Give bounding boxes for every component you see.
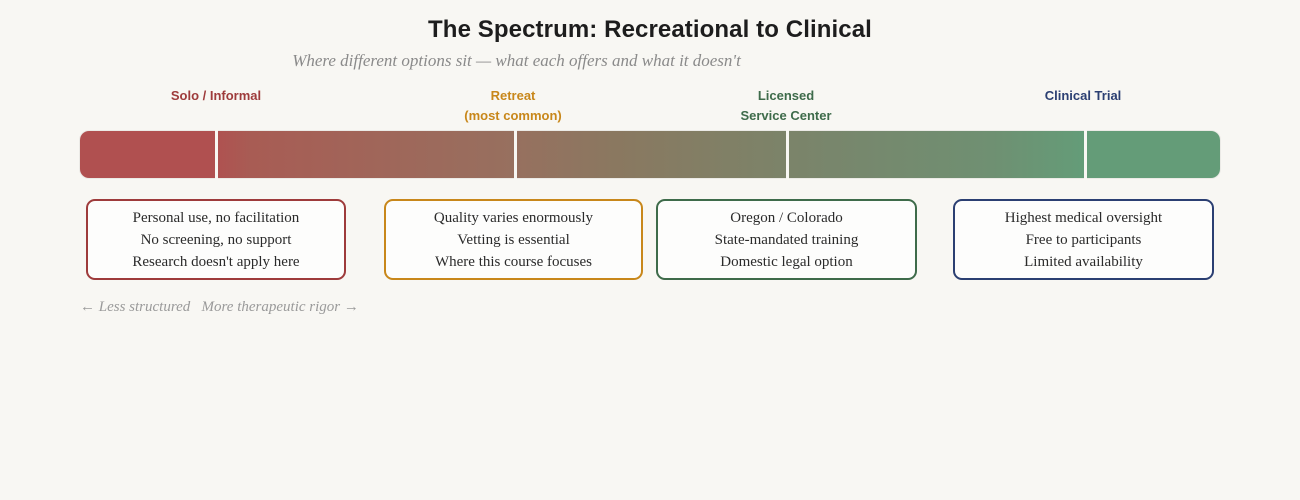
stage-label-line1: Licensed	[757, 88, 815, 103]
page-subtitle: Where different options sit — what each …	[292, 51, 741, 70]
stage-card-clinical-trial: Highest medical oversight Free to partic…	[953, 199, 1214, 280]
card-bullet: Free to participants	[1025, 231, 1142, 248]
card-bullet: Personal use, no facilitation	[132, 209, 300, 226]
stage-label-line1: Clinical Trial	[1044, 88, 1122, 103]
card-bullet: Where this course focuses	[434, 253, 593, 270]
spectrum-divider	[786, 122, 789, 186]
stage-label-line1: Solo / Informal	[170, 88, 262, 103]
stage-label-line2: (most common)	[464, 108, 562, 123]
stage-label-solo-informal: Solo / Informal	[96, 86, 336, 106]
card-bullet: Vetting is essential	[457, 231, 570, 248]
page-title: The Spectrum: Recreational to Clinical	[428, 16, 872, 43]
stage-label-licensed-service-center: Licensed Service Center	[666, 86, 906, 126]
stage-card-solo-informal: Personal use, no facilitation No screeni…	[86, 199, 346, 280]
stage-label-line1: Retreat	[490, 88, 536, 103]
stage-card-licensed-service-center: Oregon / Colorado State-mandated trainin…	[656, 199, 917, 280]
card-bullet: State-mandated training	[714, 231, 859, 248]
card-bullet: Highest medical oversight	[1004, 209, 1163, 226]
card-bullet: Research doesn't apply here	[132, 253, 300, 270]
stage-label-clinical-trial: Clinical Trial	[963, 86, 1203, 106]
spectrum-divider	[1084, 122, 1087, 186]
card-bullet: Limited availability	[1024, 253, 1143, 270]
card-bullet: Quality varies enormously	[433, 209, 594, 226]
spectrum-divider	[215, 122, 218, 186]
card-bullet: Domestic legal option	[720, 253, 853, 270]
card-bullet: No screening, no support	[140, 231, 292, 248]
card-bullet: Oregon / Colorado	[730, 209, 843, 226]
stage-card-retreat: Quality varies enormously Vetting is ess…	[384, 199, 643, 280]
spectrum-gradient-bar	[80, 131, 1220, 178]
axis-direction-hint: ← Less structured More therapeutic rigor…	[80, 299, 359, 315]
stage-label-retreat: Retreat (most common)	[393, 86, 633, 126]
spectrum-divider	[514, 122, 517, 186]
stage-label-line2: Service Center	[740, 108, 832, 123]
